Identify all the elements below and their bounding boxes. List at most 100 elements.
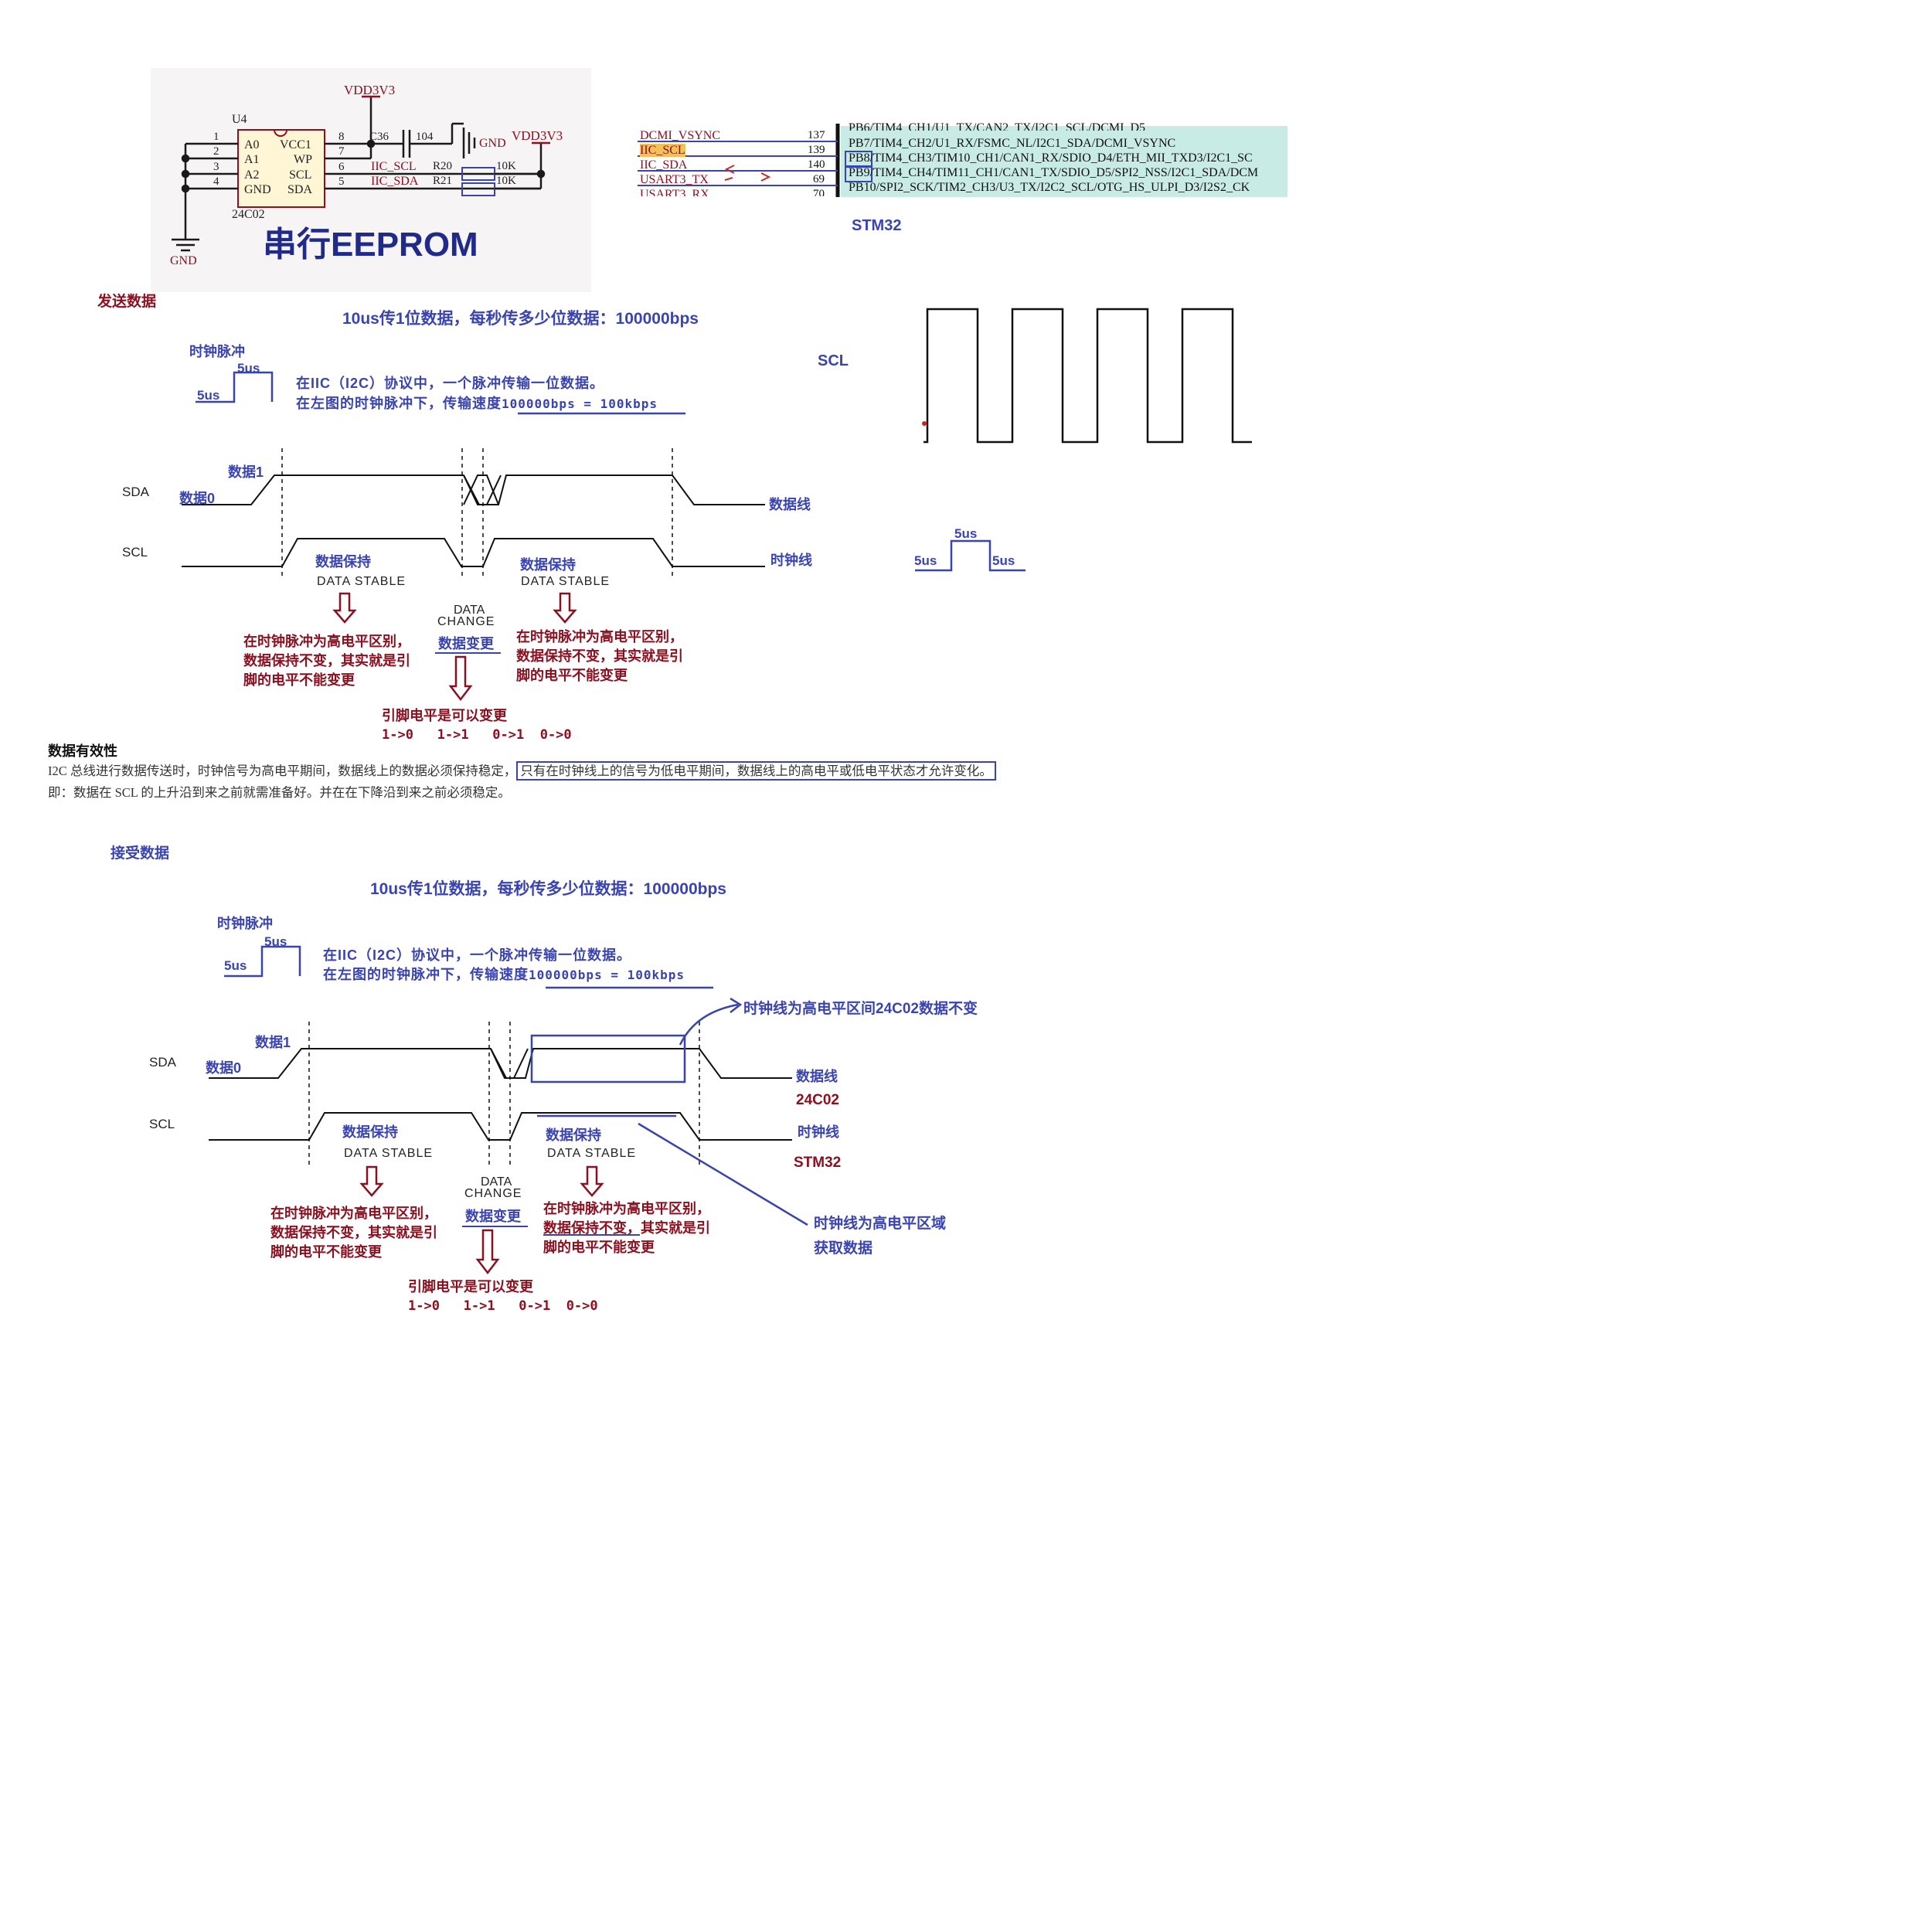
power-label-vdd-2: VDD3V3 bbox=[512, 128, 563, 143]
send-change-cn: 数据变更 bbox=[438, 636, 494, 651]
pin-num-2: 2 bbox=[213, 145, 219, 158]
receive-desc-line2-rate: 100000bps = 100kbps bbox=[529, 968, 685, 982]
receive-stable-2: DATA STABLE bbox=[547, 1147, 637, 1160]
pin-num-1: 1 bbox=[213, 131, 219, 143]
send-pin-change: 引脚电平是可以变更 bbox=[382, 708, 507, 723]
pin-name-gnd: GND bbox=[244, 183, 271, 196]
cap-value: 104 bbox=[416, 131, 434, 143]
net-iic-scl: IIC_SCL bbox=[371, 160, 417, 173]
receive-desc-line2: 在左图的时钟脉冲下，传输速度100000bps = 100kbps bbox=[323, 968, 685, 981]
validity-heading: 数据有效性 bbox=[48, 743, 117, 759]
send-change-1: DATA bbox=[454, 604, 485, 617]
receive-note-right-line2: 数据保持不变，其实就是引 bbox=[543, 1220, 710, 1236]
net-iic-sda: IIC_SDA bbox=[371, 175, 419, 188]
stm32-func-0: PB6/TIM4_CH1/U1_TX/CAN2_TX/I2C1_SCL/DCMI… bbox=[849, 122, 1146, 131]
gnd-label-2: GND bbox=[479, 137, 506, 150]
cap-ref: C36 bbox=[369, 131, 389, 143]
send-hold-1: 数据保持 bbox=[315, 554, 371, 570]
receive-desc-line2-prefix: 在左图的时钟脉冲下，传输速度 bbox=[323, 967, 529, 982]
receive-note-left: 在时钟脉冲为高电平区别， 数据保持不变，其实就是引 脚的电平不能变更 bbox=[270, 1204, 437, 1262]
scl-square-wave bbox=[915, 308, 1252, 572]
chip-body bbox=[237, 129, 325, 208]
r20-value: 10K bbox=[496, 160, 516, 172]
send-sda-label: SDA bbox=[122, 485, 149, 499]
validity-line1: I2C 总线进行数据传送时，时钟信号为高电平期间，数据线上的数据必须保持稳定，只… bbox=[48, 761, 996, 781]
receive-section-title: 接受数据 bbox=[111, 845, 170, 862]
send-note-left-line1: 在时钟脉冲为高电平区别， bbox=[243, 634, 410, 649]
send-data0: 数据0 bbox=[179, 491, 216, 506]
send-section-title: 发送数据 bbox=[97, 294, 157, 310]
validity-line2: 即：数据在 SCL 的上升沿到来之前就需准备好。并在在下降沿到来之前必须稳定。 bbox=[48, 785, 511, 800]
chip-ref: U4 bbox=[232, 113, 247, 126]
power-label-vdd-1: VDD3V3 bbox=[344, 83, 396, 97]
send-hold-2: 数据保持 bbox=[520, 557, 576, 573]
stable-data-box bbox=[530, 1034, 686, 1083]
scl-wave-pulse-high: 5us bbox=[954, 526, 978, 541]
receive-change-1: DATA bbox=[481, 1175, 512, 1189]
send-change-2: CHANGE bbox=[437, 615, 495, 628]
pin-name-scl: SCL bbox=[289, 168, 312, 182]
receive-device-stm32: STM32 bbox=[794, 1155, 842, 1171]
stm32-net-3: USART3_TX bbox=[640, 173, 709, 186]
send-desc-line2: 在左图的时钟脉冲下，传输速度100000bps = 100kbps bbox=[296, 396, 658, 410]
stm32-func-2: PB8/TIM4_CH3/TIM10_CH1/CAN1_RX/SDIO_D4/E… bbox=[849, 152, 1253, 165]
receive-sda-label: SDA bbox=[149, 1055, 176, 1070]
r21-ref: R21 bbox=[433, 175, 453, 187]
send-note-right-line2: 数据保持不变，其实就是引 bbox=[516, 648, 683, 664]
validity-line1-boxed: 只有在时钟线上的信号为低电平期间，数据线上的高电平或低电平状态才允许变化。 bbox=[516, 761, 996, 781]
send-clock-line: 时钟线 bbox=[770, 553, 812, 568]
send-scl-label: SCL bbox=[122, 545, 148, 560]
send-pulse-high: 5us bbox=[237, 361, 260, 376]
pin-num-4: 4 bbox=[213, 175, 219, 188]
send-stable-1: DATA STABLE bbox=[317, 575, 406, 588]
scl-wave-pulse-low-1: 5us bbox=[914, 553, 937, 568]
receive-data0: 数据0 bbox=[206, 1060, 242, 1076]
pin-table-background bbox=[841, 126, 1287, 197]
send-note-left-line2: 数据保持不变，其实就是引 bbox=[243, 653, 410, 668]
receive-hold-2: 数据保持 bbox=[546, 1128, 601, 1143]
send-clock-pulse: 时钟脉冲 bbox=[189, 344, 245, 359]
receive-note-left-line3: 脚的电平不能变更 bbox=[270, 1244, 382, 1260]
pin-name-a1: A1 bbox=[244, 153, 260, 166]
pin-num-3: 3 bbox=[213, 161, 219, 173]
gnd-label-1: GND bbox=[170, 254, 197, 267]
send-headline: 10us传1位数据，每秒传多少位数据：100000bps bbox=[342, 310, 699, 328]
send-note-right-line1: 在时钟脉冲为高电平区别， bbox=[516, 629, 683, 645]
pin-num-8: 8 bbox=[338, 131, 345, 143]
receive-data-line: 数据线 bbox=[796, 1069, 838, 1084]
receive-hold-1: 数据保持 bbox=[342, 1124, 398, 1140]
receive-clock-pulse: 时钟脉冲 bbox=[217, 916, 273, 931]
stm32-num-2: 140 bbox=[808, 158, 825, 171]
stm32-func-4: PB10/SPI2_SCK/TIM2_CH3/U3_TX/I2C2_SCL/OT… bbox=[849, 182, 1250, 194]
r21-value: 10K bbox=[496, 175, 516, 187]
stm32-label: STM32 bbox=[852, 217, 902, 234]
pin-num-7: 7 bbox=[338, 145, 345, 158]
receive-device-24c02: 24C02 bbox=[796, 1092, 839, 1108]
receive-note-left-line1: 在时钟脉冲为高电平区别， bbox=[270, 1206, 437, 1221]
pin-name-a2: A2 bbox=[244, 168, 260, 182]
send-desc-line2-prefix: 在左图的时钟脉冲下，传输速度 bbox=[296, 396, 502, 411]
receive-headline: 10us传1位数据，每秒传多少位数据：100000bps bbox=[370, 880, 726, 898]
receive-note-right: 在时钟脉冲为高电平区别， 数据保持不变，其实就是引 脚的电平不能变更 bbox=[543, 1199, 710, 1257]
receive-scl-label: SCL bbox=[149, 1117, 175, 1131]
eeprom-title: 串行EEPROM bbox=[263, 226, 478, 264]
r20-ref: R20 bbox=[433, 160, 453, 172]
receive-annot-top: 时钟线为高电平区间24C02数据不变 bbox=[743, 1001, 978, 1017]
stm32-net-0: DCMI_VSYNC bbox=[640, 129, 721, 142]
scl-wave-label: SCL bbox=[818, 352, 849, 369]
receive-pulse-low: 5us bbox=[224, 958, 247, 973]
pb9-highlight-box bbox=[845, 165, 872, 182]
stm32-num-1: 139 bbox=[808, 144, 825, 156]
receive-change-cn: 数据变更 bbox=[465, 1209, 521, 1224]
chip-part: 24C02 bbox=[232, 208, 265, 221]
receive-annot-bottom-1: 时钟线为高电平区域 bbox=[814, 1216, 947, 1232]
chip-notch bbox=[274, 129, 287, 137]
send-note-right-line3: 脚的电平不能变更 bbox=[516, 668, 628, 683]
receive-pulse-high: 5us bbox=[264, 934, 287, 949]
receive-note-right-line3: 脚的电平不能变更 bbox=[543, 1240, 655, 1255]
receive-data1: 数据1 bbox=[255, 1035, 291, 1050]
receive-transitions: 1->0 1->1 0->1 0->0 bbox=[408, 1298, 598, 1314]
send-data-line: 数据线 bbox=[769, 497, 811, 512]
pin-num-6: 6 bbox=[338, 161, 345, 173]
receive-note-right-line1: 在时钟脉冲为高电平区别， bbox=[543, 1201, 710, 1216]
